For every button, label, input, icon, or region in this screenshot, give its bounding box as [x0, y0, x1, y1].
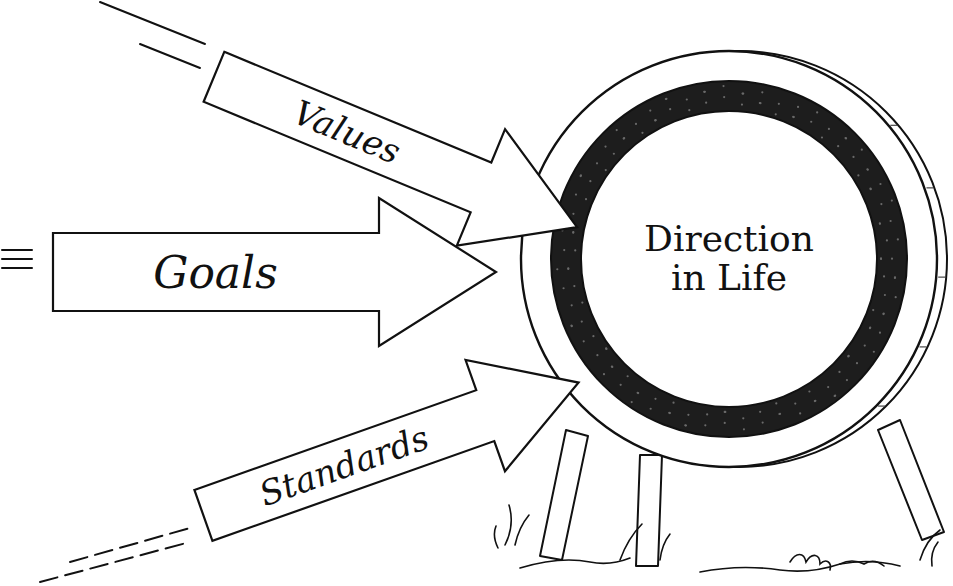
- motion-line: [2, 258, 32, 260]
- grass-tuft: [840, 561, 884, 566]
- edge-mark: [926, 187, 933, 188]
- arrow-label: Goals: [153, 247, 278, 298]
- edge-mark: [920, 346, 927, 347]
- easel-leg: [878, 420, 944, 540]
- target-dark-ring: [551, 81, 907, 437]
- text-holder: Standards: [194, 390, 495, 541]
- motion-line: [70, 528, 190, 562]
- arrow-label: Values: [288, 92, 407, 172]
- target-center: [581, 111, 877, 407]
- ground-line: [520, 558, 630, 568]
- arrow-shape: Goals: [52, 197, 497, 347]
- target-outer-ring: [521, 51, 937, 467]
- arrow-outline: [53, 198, 496, 346]
- arrow-shape: Standards: [183, 325, 600, 572]
- motion-line: [2, 267, 32, 269]
- easel-leg: [540, 430, 588, 560]
- arrow-label: Standards: [254, 417, 434, 514]
- grass-tuft: [620, 524, 670, 560]
- target-label: Direction in Life: [644, 220, 814, 298]
- arrow-outline: [184, 327, 599, 571]
- motion-line: [140, 44, 200, 68]
- motion-line: [40, 542, 190, 582]
- text-holder: Goals: [52, 233, 379, 311]
- flower-doodle: [790, 555, 830, 571]
- ring-stipple: [556, 85, 899, 430]
- target-circle: Direction in Life: [520, 50, 948, 468]
- edge-mark: [938, 277, 945, 278]
- motion-line: [100, 2, 205, 44]
- edge-mark: [878, 405, 885, 406]
- edge-mark: [890, 125, 897, 126]
- text-holder: Direction in Life: [520, 50, 938, 468]
- ground-line: [700, 561, 900, 572]
- grass-tuft: [920, 530, 940, 566]
- motion-line: [2, 249, 32, 251]
- grass-tuft: [494, 505, 529, 548]
- text-holder: Values: [203, 52, 492, 213]
- easel-leg: [636, 455, 662, 566]
